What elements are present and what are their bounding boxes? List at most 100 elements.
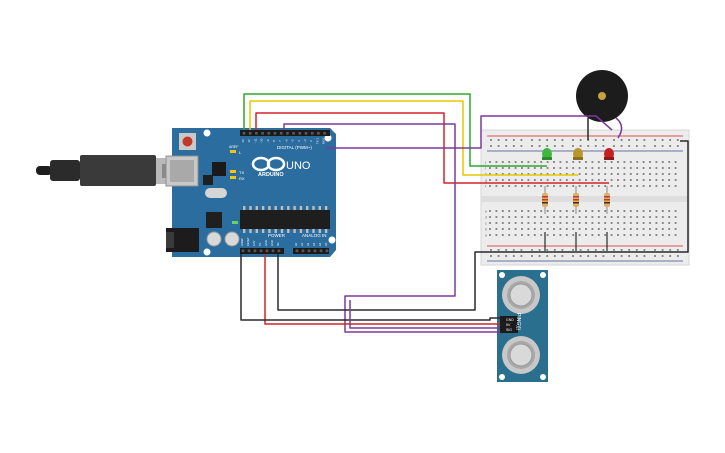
reset-button-cap[interactable] — [182, 136, 193, 147]
breadboard-hole[interactable] — [578, 228, 581, 230]
breadboard-hole[interactable] — [617, 179, 619, 181]
breadboard-hole[interactable] — [668, 161, 671, 163]
breadboard-hole[interactable] — [540, 179, 543, 181]
breadboard-hole[interactable] — [585, 234, 587, 236]
breadboard-hole[interactable] — [610, 222, 613, 224]
breadboard-hole[interactable] — [521, 216, 523, 218]
breadboard-hole[interactable] — [591, 185, 594, 187]
breadboard-hole[interactable] — [602, 145, 605, 147]
breadboard-hole[interactable] — [610, 179, 613, 181]
breadboard-hole[interactable] — [495, 234, 498, 236]
breadboard-hole[interactable] — [553, 216, 555, 218]
breadboard-hole[interactable] — [655, 234, 658, 236]
breadboard-hole[interactable] — [604, 234, 607, 236]
breadboard-hole[interactable] — [572, 228, 575, 230]
breadboard-hole[interactable] — [636, 228, 639, 230]
wire-green[interactable] — [243, 93, 547, 167]
breadboard-hole[interactable] — [661, 255, 664, 257]
breadboard-hole[interactable] — [676, 145, 679, 147]
digital-pin-hole[interactable] — [317, 132, 320, 135]
breadboard-hole[interactable] — [508, 216, 511, 218]
breadboard-hole[interactable] — [527, 216, 530, 218]
breadboard-hole[interactable] — [642, 210, 645, 212]
breadboard-hole[interactable] — [676, 139, 679, 141]
breadboard-hole[interactable] — [610, 167, 613, 169]
breadboard-hole[interactable] — [546, 185, 549, 187]
breadboard-hole[interactable] — [604, 173, 607, 175]
breadboard-hole[interactable] — [572, 167, 575, 169]
breadboard-hole[interactable] — [617, 228, 619, 230]
breadboard-hole[interactable] — [527, 161, 530, 163]
breadboard-hole[interactable] — [661, 139, 664, 141]
breadboard-hole[interactable] — [674, 185, 677, 187]
breadboard-hole[interactable] — [668, 228, 671, 230]
breadboard-hole[interactable] — [553, 249, 556, 251]
breadboard-hole[interactable] — [495, 179, 498, 181]
breadboard-hole[interactable] — [643, 249, 646, 251]
breadboard-hole[interactable] — [617, 167, 619, 169]
breadboard-hole[interactable] — [490, 145, 492, 147]
breadboard-hole[interactable] — [613, 139, 615, 141]
wire-purple-signal[interactable] — [283, 123, 500, 333]
breadboard-hole[interactable] — [642, 234, 645, 236]
breadboard-hole[interactable] — [578, 222, 581, 224]
breadboard-hole[interactable] — [489, 222, 491, 224]
digital-pin-hole[interactable] — [304, 132, 308, 135]
breadboard-hole[interactable] — [559, 222, 562, 224]
breadboard-hole[interactable] — [489, 161, 491, 163]
breadboard-hole[interactable] — [661, 210, 664, 212]
breadboard-hole[interactable] — [514, 234, 517, 236]
breadboard-hole[interactable] — [661, 234, 664, 236]
breadboard-hole[interactable] — [572, 139, 574, 141]
breadboard-hole[interactable] — [629, 173, 632, 175]
breadboard-hole[interactable] — [497, 139, 500, 141]
breadboard-hole[interactable] — [495, 161, 498, 163]
breadboard-hole[interactable] — [572, 161, 575, 163]
breadboard-hole[interactable] — [495, 185, 498, 187]
breadboard-hole[interactable] — [604, 185, 607, 187]
breadboard-hole[interactable] — [572, 249, 574, 251]
breadboard-hole[interactable] — [642, 173, 645, 175]
breadboard-hole[interactable] — [629, 234, 632, 236]
breadboard-hole[interactable] — [572, 210, 575, 212]
breadboard-hole[interactable] — [642, 185, 645, 187]
breadboard-hole[interactable] — [559, 210, 562, 212]
breadboard-hole[interactable] — [521, 234, 523, 236]
breadboard-hole[interactable] — [578, 185, 581, 187]
breadboard-hole[interactable] — [505, 145, 508, 147]
power-pin-hole[interactable] — [265, 249, 269, 253]
breadboard-hole[interactable] — [514, 173, 517, 175]
digital-pin-hole[interactable] — [261, 132, 264, 135]
breadboard-hole[interactable] — [661, 216, 664, 218]
breadboard-hole[interactable] — [508, 234, 511, 236]
breadboard-hole[interactable] — [520, 255, 523, 257]
breadboard-hole[interactable] — [489, 210, 491, 212]
wire-yellow[interactable] — [249, 100, 578, 176]
breadboard-hole[interactable] — [546, 249, 549, 251]
breadboard-hole[interactable] — [572, 179, 575, 181]
breadboard-hole[interactable] — [617, 234, 619, 236]
breadboard-hole[interactable] — [565, 185, 568, 187]
breadboard-hole[interactable] — [610, 228, 613, 230]
analog-pin-hole[interactable] — [319, 249, 323, 253]
breadboard-hole[interactable] — [591, 234, 594, 236]
breadboard-hole[interactable] — [642, 228, 645, 230]
digital-pin-hole[interactable] — [298, 132, 302, 135]
breadboard-hole[interactable] — [661, 145, 664, 147]
breadboard-hole[interactable] — [604, 222, 607, 224]
breadboard-hole[interactable] — [520, 139, 523, 141]
analog-pin-hole[interactable] — [313, 249, 317, 253]
breadboard-hole[interactable] — [572, 255, 574, 257]
breadboard-hole[interactable] — [623, 161, 626, 163]
breadboard-hole[interactable] — [597, 210, 600, 212]
breadboard-hole[interactable] — [489, 179, 491, 181]
breadboard-hole[interactable] — [655, 210, 658, 212]
breadboard-hole[interactable] — [508, 173, 511, 175]
breadboard-hole[interactable] — [561, 255, 564, 257]
breadboard-hole[interactable] — [635, 255, 638, 257]
breadboard-hole[interactable] — [629, 179, 632, 181]
breadboard-hole[interactable] — [546, 167, 549, 169]
breadboard-hole[interactable] — [521, 161, 523, 163]
analog-pin-hole[interactable] — [295, 249, 299, 253]
